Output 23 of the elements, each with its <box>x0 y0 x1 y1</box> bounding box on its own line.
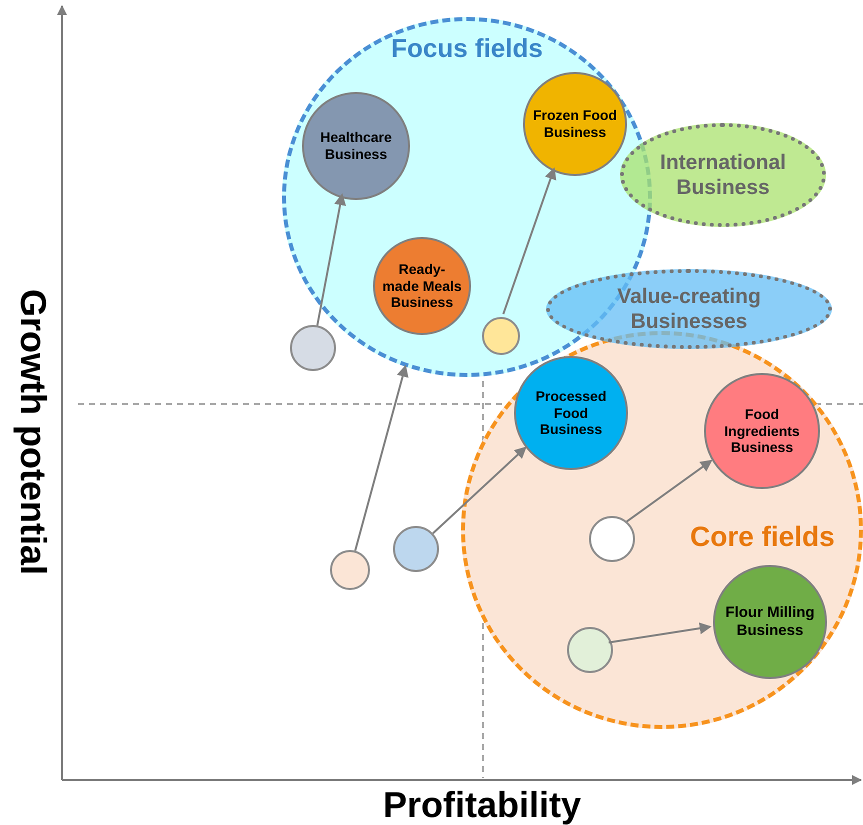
small-circle <box>589 516 635 562</box>
arrow <box>354 364 408 551</box>
arrow <box>626 460 713 522</box>
arrow <box>502 167 556 314</box>
business-label: Frozen Food Business <box>532 107 618 141</box>
small-circle <box>393 526 439 572</box>
area-title: Focus fields <box>390 33 544 64</box>
small-circle <box>567 627 613 673</box>
arrow <box>608 622 712 644</box>
business-label: Ready-made Meals Business <box>381 260 463 312</box>
axis-title: Profitability <box>382 784 582 825</box>
arrow <box>316 193 346 326</box>
area-title: Core fields <box>690 520 835 554</box>
business-label: Flour Milling Business <box>724 604 816 640</box>
business-label: International Business <box>658 150 787 200</box>
small-circle <box>482 317 520 355</box>
business-label: Processed Food Business <box>534 388 608 438</box>
axis-title: Growth potential <box>12 289 54 575</box>
business-label: Value-creating Businesses <box>616 284 762 334</box>
small-circle <box>330 550 370 590</box>
business-label: Food Ingredients Business <box>723 406 801 456</box>
arrow <box>432 446 527 534</box>
business-label: Healthcare Business <box>319 129 393 163</box>
